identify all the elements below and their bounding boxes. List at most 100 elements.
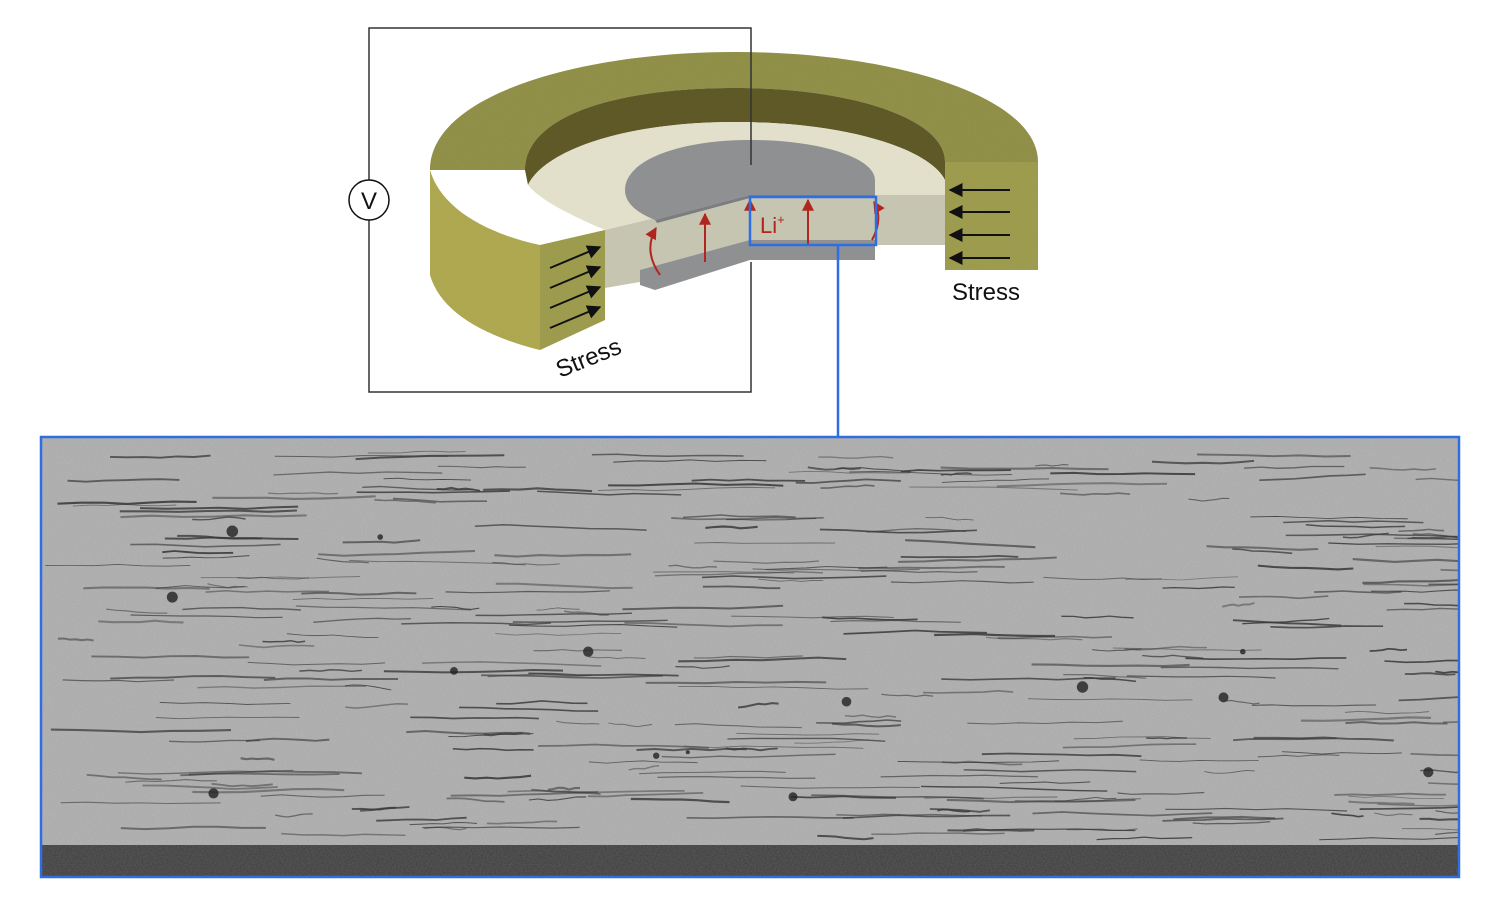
sem-crack (675, 665, 730, 669)
sem-crack (422, 826, 580, 829)
voltmeter-symbol: V (361, 188, 377, 215)
sem-bottom-texture (42, 845, 1458, 876)
sem-crack (197, 685, 367, 689)
sem-crack (401, 621, 551, 626)
sem-crack (342, 539, 421, 544)
sem-crack (1411, 537, 1458, 540)
sem-crack (376, 816, 467, 822)
sem-crack (737, 702, 779, 709)
sem-crack (1259, 473, 1366, 482)
sem-crack (200, 575, 361, 579)
sem-crack (1369, 647, 1408, 652)
sem-crack (811, 794, 984, 800)
bottom-electrode (640, 240, 875, 290)
sem-pore (166, 591, 178, 603)
sem-crack (110, 454, 211, 459)
sem-crack (445, 590, 611, 594)
sem-crack (818, 455, 894, 459)
sem-pore (841, 696, 852, 707)
sem-crack (881, 693, 934, 698)
sem-crack (1043, 576, 1162, 581)
sem-crack (262, 639, 306, 643)
sem-crack (905, 539, 1036, 549)
sem-crack (1270, 625, 1384, 629)
sem-crack (1319, 837, 1458, 841)
sem-crack (1062, 743, 1197, 749)
sem-crack (1096, 836, 1193, 841)
sem-crack (159, 701, 291, 705)
sem-crack (410, 716, 539, 720)
sem-crack (162, 550, 234, 555)
sem-crack (967, 720, 1123, 725)
sem-crack (247, 661, 386, 666)
wrap-top-grain (430, 52, 1038, 170)
sem-crack (652, 571, 794, 574)
sem-crack (1035, 464, 1069, 467)
sem-crack (705, 525, 758, 530)
wrap-cut-grain (540, 162, 1038, 350)
sem-crack (318, 549, 476, 557)
sem-crack (547, 786, 581, 791)
sem-crack (286, 633, 379, 638)
sem-crack (1244, 465, 1345, 469)
sem-crack (120, 825, 266, 831)
sem-crack (1401, 827, 1458, 831)
sem-crack (831, 722, 901, 728)
sem-crack (1374, 812, 1413, 817)
sem-crack (1384, 659, 1458, 664)
sem-crack (299, 669, 362, 673)
sem-crack (1415, 477, 1458, 482)
sem-crack (139, 505, 299, 510)
sem-crack (374, 499, 436, 504)
sem-crack (1117, 791, 1205, 795)
sem-crack (963, 769, 1137, 773)
sem-crack (1345, 720, 1448, 725)
sem-crack (702, 575, 887, 580)
sem-crack (117, 769, 294, 775)
top-electrode (625, 140, 875, 220)
sem-crack (668, 564, 717, 569)
sem-crack (866, 528, 966, 533)
sem-crack (431, 605, 480, 610)
sem-crack (538, 743, 710, 749)
sem-crack (1073, 736, 1211, 740)
sem-crack (531, 788, 601, 795)
sem-pore (685, 750, 690, 755)
sem-crack (924, 796, 1058, 800)
sem-crack (528, 796, 587, 801)
sem-crack (1398, 696, 1458, 702)
sem-crack (268, 492, 339, 495)
sem-crack (925, 516, 974, 521)
sem-crack (155, 585, 245, 589)
sem-crack (91, 655, 250, 659)
sem-crack (628, 765, 660, 771)
sem-crack (1359, 806, 1458, 810)
sem-crack (292, 597, 434, 601)
sem-crack (83, 586, 210, 590)
sem-crack (941, 478, 1050, 483)
sem-crack (164, 536, 299, 540)
sem-crack (1328, 542, 1458, 545)
sem-crack (613, 459, 767, 463)
sem-crack (556, 720, 600, 725)
sem-crack (508, 624, 678, 628)
sem-crack (188, 772, 340, 776)
sem-crack (273, 471, 443, 476)
sem-crack (98, 619, 184, 624)
sem-crack (348, 559, 526, 566)
sem-crack (512, 619, 668, 623)
sem-crack (940, 466, 1109, 471)
sem-crack (57, 637, 94, 642)
sem-pore (1240, 648, 1246, 655)
sem-pore (653, 752, 660, 759)
sem-crack (849, 471, 1012, 476)
sem-crack (212, 495, 376, 500)
sem-crack (682, 514, 796, 519)
sem-crack (528, 672, 679, 677)
sem-crack (1305, 524, 1406, 529)
sem-crack (345, 703, 409, 709)
sem-crack (962, 828, 1136, 832)
sem-crack (281, 832, 406, 837)
sem-crack (842, 814, 1011, 819)
sem-crack (636, 747, 747, 752)
